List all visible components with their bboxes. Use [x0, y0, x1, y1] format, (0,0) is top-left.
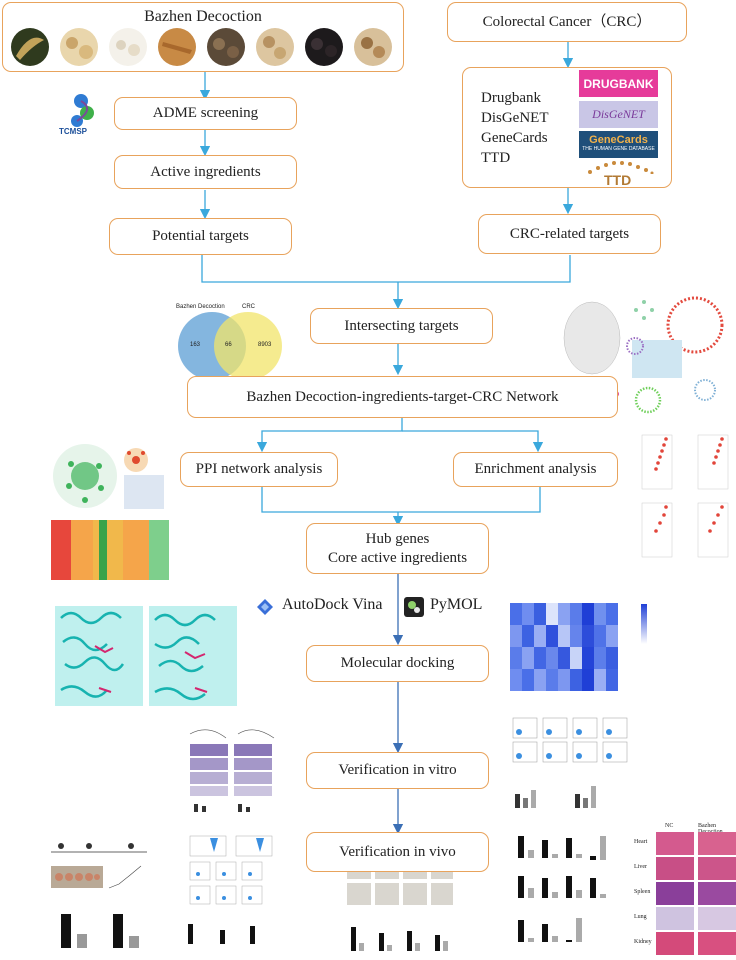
autodock-vina-label: AutoDock Vina [282, 596, 383, 613]
herb-1-image [11, 28, 49, 66]
histology-thumbnail: NC Bazhen Decoction Heart Liver Spleen L… [632, 822, 736, 957]
crc-box: Colorectal Cancer（CRC） [447, 2, 687, 42]
docking-heatmap-thumbnail [505, 598, 655, 694]
enrichment-thumbnail [622, 427, 736, 569]
core-active-ingredients-label: Core active ingredients [327, 549, 468, 566]
active-ingredients-label: Active ingredients [150, 163, 261, 180]
vitro-migration-thumbnail [180, 720, 280, 814]
crc-related-targets-label: CRC-related targets [509, 225, 630, 242]
venn-right-label: CRC [242, 304, 255, 310]
ttd-logo: TTD [584, 160, 656, 188]
potential-targets-box: Potential targets [109, 218, 292, 255]
intersecting-targets-label: Intersecting targets [344, 317, 459, 334]
database-genecards: GeneCards [481, 129, 548, 146]
potential-targets-label: Potential targets [152, 228, 249, 245]
pymol-icon [404, 597, 424, 617]
ppi-thumbnail [51, 440, 169, 580]
histology-col-nc: NC [665, 823, 674, 829]
venn-overlap-count: 66 [225, 342, 232, 348]
database-list: Drugbank DisGeNET GeneCards TTD [463, 88, 549, 168]
crc-related-targets-box: CRC-related targets [478, 214, 661, 254]
hub-genes-label: Hub genes [365, 530, 430, 547]
adme-screening-label: ADME screening [152, 105, 259, 122]
molecular-docking-label: Molecular docking [340, 655, 455, 672]
network-label: Bazhen Decoction-ingredients-target-CRC … [246, 388, 559, 405]
herb-7-image [305, 28, 343, 66]
vivo-flow-thumbnail [180, 830, 280, 948]
bazhen-decoction-title: Bazhen Decoction [144, 8, 262, 25]
herb-images [8, 26, 400, 68]
histology-row-liver: Liver [634, 864, 647, 870]
genecards-logo-text: GeneCards [589, 134, 648, 146]
herb-2-image [60, 28, 98, 66]
pymol-label: PyMOL [430, 596, 483, 613]
active-ingredients-box: Active ingredients [114, 155, 297, 189]
organ-index-bars-thumbnail [512, 828, 612, 954]
herb-8-image [354, 28, 392, 66]
ppi-network-analysis-box: PPI network analysis [180, 452, 338, 487]
database-ttd: TTD [481, 149, 511, 166]
vivo-tumor-thumbnail [47, 830, 152, 954]
verification-in-vitro-box: Verification in vitro [306, 752, 489, 789]
enrichment-analysis-label: Enrichment analysis [474, 461, 597, 478]
database-disgenet: DisGeNET [481, 109, 549, 126]
disgenet-logo: DisGeNET [579, 101, 658, 128]
verification-in-vitro-label: Verification in vitro [338, 762, 457, 779]
genecards-logo: GeneCards THE HUMAN GENE DATABASE [579, 131, 658, 158]
verification-in-vivo-label: Verification in vivo [339, 843, 456, 860]
vitro-flow-cytometry-thumbnail [505, 712, 635, 812]
intersecting-targets-box: Intersecting targets [310, 308, 493, 344]
verification-in-vivo-box: Verification in vivo [306, 832, 489, 872]
network-box: Bazhen Decoction-ingredients-target-CRC … [187, 376, 618, 418]
venn-left-label: Bazhen Decoction [176, 304, 225, 310]
venn-right-circle [214, 312, 282, 380]
hub-genes-box: Hub genes Core active ingredients [306, 523, 489, 574]
ttd-logo-text: TTD [604, 172, 632, 188]
histology-row-kidney: Kidney [634, 939, 652, 945]
ppi-network-analysis-label: PPI network analysis [195, 461, 323, 478]
genecards-logo-subtext: THE HUMAN GENE DATABASE [582, 146, 655, 152]
enrichment-analysis-box: Enrichment analysis [453, 452, 618, 487]
autodock-icon [256, 598, 274, 616]
herb-5-image [207, 28, 245, 66]
drugbank-logo-text: DRUGBANK [583, 76, 654, 91]
herb-3-image [109, 28, 147, 66]
database-drugbank: Drugbank [481, 89, 541, 106]
drugbank-logo: DRUGBANK [579, 70, 658, 97]
herb-6-image [256, 28, 294, 66]
histology-row-lung: Lung [634, 914, 647, 920]
disgenet-logo-text: DisGeNET [592, 107, 645, 121]
venn-right-count: 8903 [258, 342, 272, 348]
adme-screening-box: ADME screening [114, 97, 297, 130]
venn-left-count: 163 [190, 342, 201, 348]
molecular-docking-box: Molecular docking [306, 645, 489, 682]
crc-title: Colorectal Cancer（CRC） [482, 13, 652, 30]
venn-diagram: Bazhen Decoction CRC 163 66 8903 [170, 300, 290, 388]
histology-row-spleen: Spleen [634, 889, 651, 895]
tcmsp-label: TCMSP [59, 127, 87, 136]
docking-structures-thumbnail [55, 606, 237, 706]
herb-4-image [158, 28, 196, 66]
tcmsp-logo: TCMSP [57, 93, 105, 137]
histology-row-heart: Heart [634, 839, 648, 845]
